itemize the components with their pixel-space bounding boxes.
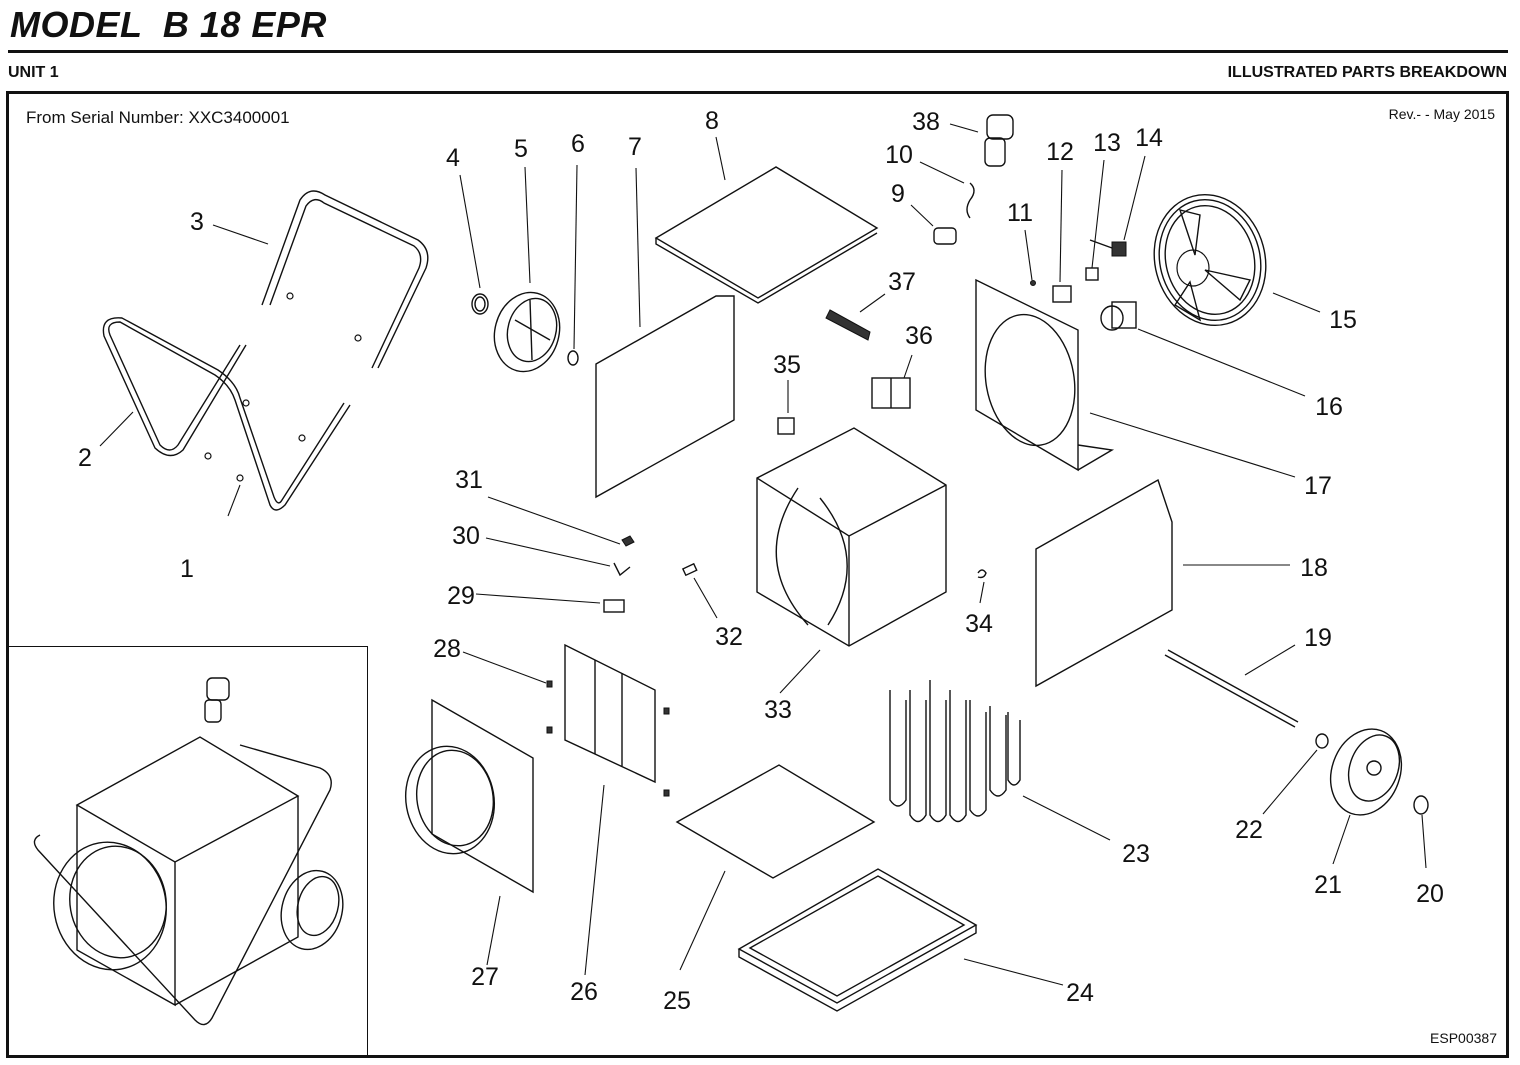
heating-elements-part[interactable] — [889, 680, 1021, 823]
clip-part[interactable] — [621, 535, 635, 547]
callout-15: 15 — [1329, 306, 1357, 334]
callout-28: 28 — [433, 635, 461, 663]
handle-part[interactable] — [261, 190, 429, 369]
callout-21: 21 — [1314, 871, 1342, 899]
callout-27: 27 — [471, 963, 499, 991]
callout-14: 14 — [1135, 124, 1163, 152]
callout-3: 3 — [190, 208, 204, 236]
assembled-heater-illustration — [33, 677, 344, 1026]
switch-part[interactable] — [1052, 285, 1072, 303]
callout-38: 38 — [912, 108, 940, 136]
callout-22: 22 — [1235, 816, 1263, 844]
callout-32: 32 — [715, 623, 743, 651]
callout-24: 24 — [1066, 979, 1094, 1007]
washer-part[interactable] — [567, 350, 579, 366]
side-panel-part[interactable] — [595, 295, 735, 499]
callout-13: 13 — [1093, 129, 1121, 157]
washer-part[interactable] — [1315, 733, 1329, 749]
drawing-frame — [6, 91, 1509, 1058]
assembled-view-inset — [9, 646, 368, 1056]
callout-16: 16 — [1315, 393, 1343, 421]
callout-4: 4 — [446, 144, 460, 172]
callout-19: 19 — [1304, 624, 1332, 652]
terminal-block-part[interactable] — [825, 309, 871, 341]
model-title: MODEL B 18 EPR — [10, 4, 327, 45]
thermostat-part[interactable] — [1111, 241, 1127, 257]
callout-20: 20 — [1416, 880, 1444, 908]
wheel-part[interactable] — [486, 285, 569, 379]
cable-part[interactable] — [966, 182, 975, 219]
callout-33: 33 — [764, 696, 792, 724]
callout-5: 5 — [514, 135, 528, 163]
callout-26: 26 — [570, 978, 598, 1006]
callout-31: 31 — [455, 466, 483, 494]
base-frame-part[interactable] — [737, 868, 978, 1012]
callout-30: 30 — [452, 522, 480, 550]
capacitor-part[interactable] — [1100, 301, 1137, 331]
lower-frame-part[interactable] — [102, 317, 351, 511]
axle-part[interactable] — [1167, 649, 1299, 723]
callout-labels: 1 2 3 4 5 6 7 8 9 10 11 12 13 14 15 16 1… — [78, 107, 1444, 1015]
callout-18: 18 — [1300, 554, 1328, 582]
callout-7: 7 — [628, 133, 642, 161]
cable-gland-part[interactable] — [933, 227, 957, 245]
main-housing-part[interactable] — [756, 427, 947, 647]
plug-part[interactable] — [984, 114, 1014, 167]
wheel-part[interactable] — [1319, 719, 1413, 825]
serial-note: From Serial Number: XXC3400001 — [26, 108, 290, 127]
leader-lines — [99, 123, 1427, 986]
cap-part[interactable] — [471, 293, 489, 315]
clip-part[interactable] — [681, 562, 698, 577]
callout-1: 1 — [180, 555, 194, 583]
contactor-part[interactable] — [871, 377, 911, 409]
callout-12: 12 — [1046, 138, 1074, 166]
outlet-cowl-part[interactable] — [397, 698, 534, 894]
relay-part[interactable] — [777, 417, 795, 435]
nut-part[interactable] — [1030, 280, 1036, 286]
callout-35: 35 — [773, 351, 801, 379]
title-rule — [8, 50, 1508, 53]
grille-part[interactable] — [564, 643, 656, 784]
revision-note: Rev.- - May 2015 — [1388, 106, 1495, 122]
fan-plate-part[interactable] — [975, 278, 1115, 472]
section-title: ILLUSTRATED PARTS BREAKDOWN — [1227, 64, 1507, 81]
callout-36: 36 — [905, 322, 933, 350]
bottom-plate-part[interactable] — [675, 764, 876, 879]
unit-label: UNIT 1 — [8, 64, 59, 81]
callout-23: 23 — [1122, 840, 1150, 868]
side-panel-part[interactable] — [1035, 478, 1173, 688]
callout-37: 37 — [888, 268, 916, 296]
callout-2: 2 — [78, 444, 92, 472]
bracket-part[interactable] — [603, 599, 625, 613]
fan-assembly-part[interactable] — [1140, 182, 1280, 338]
callout-25: 25 — [663, 987, 691, 1015]
document-number: ESP00387 — [1430, 1030, 1497, 1046]
callout-6: 6 — [571, 130, 585, 158]
clip-part[interactable] — [977, 569, 987, 579]
knob-part[interactable] — [1085, 267, 1099, 281]
callout-17: 17 — [1304, 472, 1332, 500]
callout-29: 29 — [447, 582, 475, 610]
cap-part[interactable] — [1413, 795, 1429, 815]
washer-part[interactable] — [236, 474, 244, 482]
callout-11: 11 — [1007, 199, 1033, 227]
callout-9: 9 — [891, 180, 905, 208]
callout-8: 8 — [705, 107, 719, 135]
callout-34: 34 — [965, 610, 993, 638]
clip-part[interactable] — [546, 680, 553, 688]
callout-10: 10 — [885, 141, 913, 169]
bracket-part[interactable] — [613, 562, 631, 577]
top-cover-part[interactable] — [654, 166, 879, 299]
